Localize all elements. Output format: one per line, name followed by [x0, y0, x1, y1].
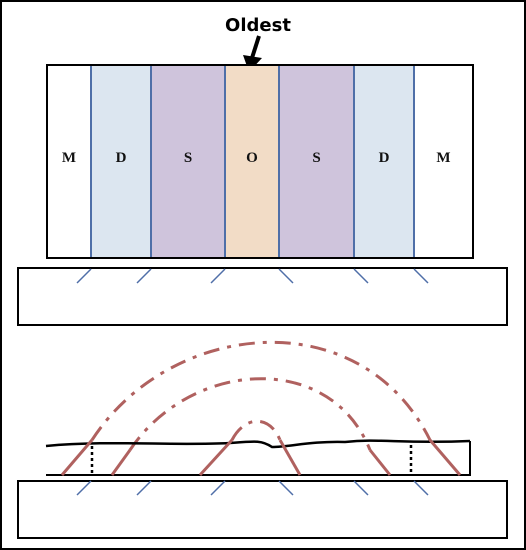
top-slab-ticks	[76, 268, 429, 284]
top-block-outline	[46, 64, 474, 259]
slope-tick	[353, 480, 369, 496]
band-6	[354, 65, 414, 258]
slope-tick	[278, 268, 294, 284]
slope-tick	[278, 480, 294, 496]
band-label-6: D	[379, 150, 390, 166]
bottom-slab	[17, 480, 508, 539]
erosion-surface	[45, 439, 471, 449]
bottom-slab-ticks	[76, 480, 429, 496]
slope-tick	[76, 480, 92, 496]
band-label-4: O	[246, 150, 258, 166]
dotted-verticals	[90, 445, 413, 475]
band-label-3: S	[184, 150, 192, 166]
slope-tick	[353, 268, 369, 284]
top-slab	[17, 267, 508, 326]
slope-tick	[413, 480, 429, 496]
slope-tick	[76, 268, 92, 284]
fold-arcs	[90, 340, 432, 451]
band-7	[414, 65, 473, 258]
fold-arc-middle	[128, 377, 372, 451]
band-4	[225, 65, 279, 258]
slope-tick	[136, 268, 152, 284]
band-label-1: M	[62, 150, 76, 166]
bottom-block-edge	[46, 441, 471, 476]
slope-tick	[413, 268, 429, 284]
band-2	[91, 65, 151, 258]
slope-tick	[210, 480, 226, 496]
slope-tick	[210, 268, 226, 284]
oldest-label: Oldest	[225, 15, 291, 36]
band-label-7: M	[436, 150, 450, 166]
band-3	[151, 65, 225, 258]
band-label-5: S	[312, 150, 320, 166]
band-1	[47, 65, 91, 258]
fold-arc-inner	[230, 419, 282, 441]
band-5	[279, 65, 354, 258]
fold-limbs	[60, 438, 462, 477]
slope-tick	[136, 480, 152, 496]
band-label-2: D	[116, 150, 127, 166]
fold-arc-outer	[90, 340, 432, 441]
